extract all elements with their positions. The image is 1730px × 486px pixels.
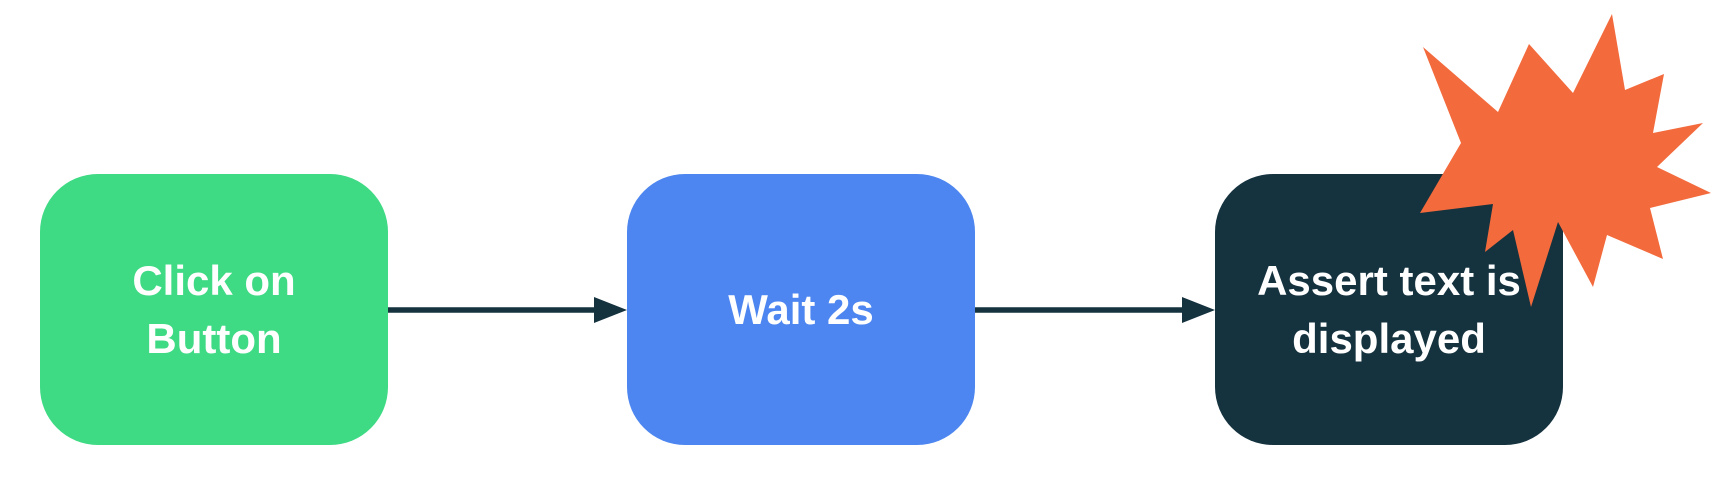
node-label: Assert text is displayed	[1257, 256, 1521, 362]
flow-node-click-on-button: Click on Button	[40, 174, 388, 445]
node-label: Click on Button	[132, 256, 296, 362]
flow-node-assert-text: Assert text is displayed	[1215, 174, 1563, 445]
node-label: Wait 2s	[728, 285, 874, 333]
arrow-head-icon	[1182, 297, 1215, 323]
arrow-connector-2	[974, 297, 1215, 323]
arrow-head-icon	[594, 297, 627, 323]
arrow-connector-1	[388, 297, 627, 323]
flow-node-wait-2s: Wait 2s	[627, 174, 975, 445]
